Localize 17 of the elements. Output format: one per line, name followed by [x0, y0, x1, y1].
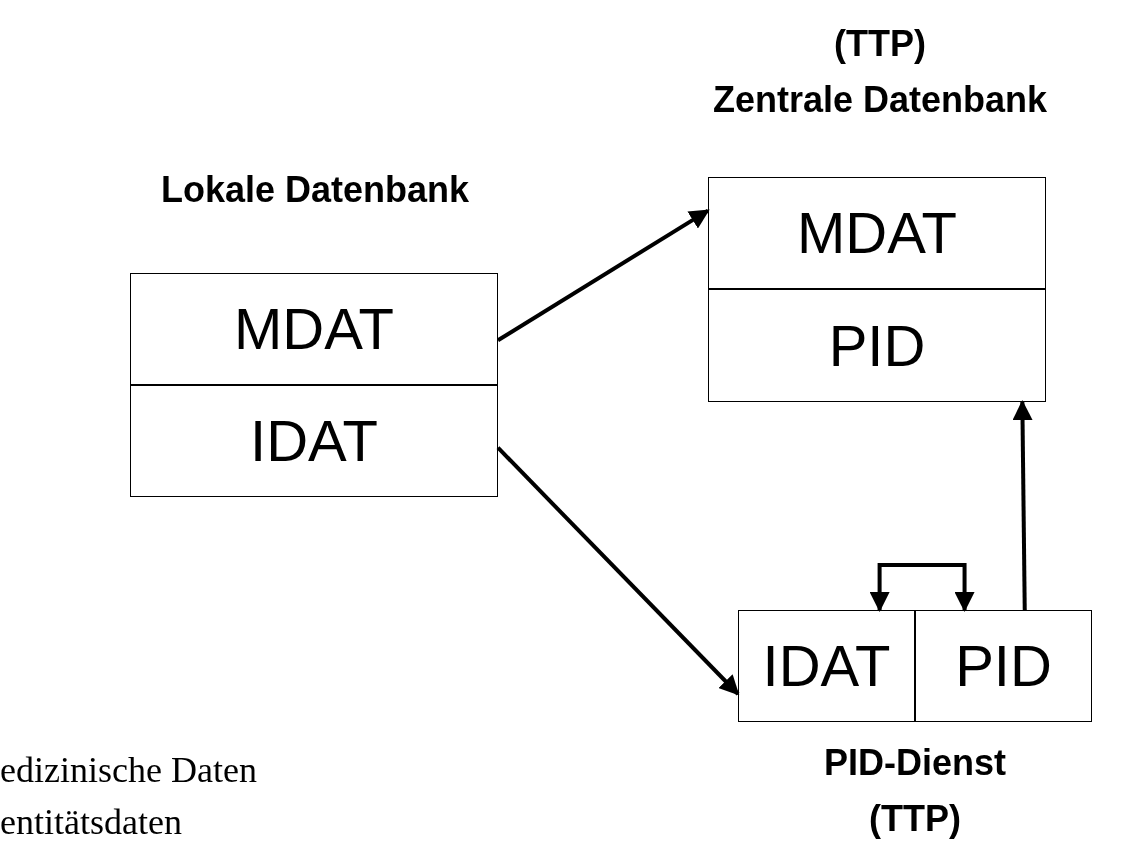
table-cell: IDAT	[738, 610, 915, 722]
legend-note: entitätsdaten	[0, 804, 182, 840]
legend-note: edizinische Daten	[0, 752, 257, 788]
database-heading: (TTP)	[834, 22, 926, 66]
database-heading: (TTP)	[869, 797, 961, 841]
table-cell: PID	[708, 289, 1046, 402]
database-heading: Zentrale Datenbank	[712, 78, 1048, 122]
database-heading: PID-Dienst	[824, 741, 1006, 785]
database-heading: Lokale Datenbank	[160, 168, 470, 212]
table-cell: PID	[915, 610, 1092, 722]
table-cell: MDAT	[708, 177, 1046, 289]
arrow	[869, 563, 975, 612]
arrow	[496, 446, 740, 696]
arrow	[496, 208, 710, 342]
table-cell: MDAT	[130, 273, 498, 385]
table-cell: IDAT	[130, 385, 498, 497]
arrow	[1012, 400, 1033, 611]
